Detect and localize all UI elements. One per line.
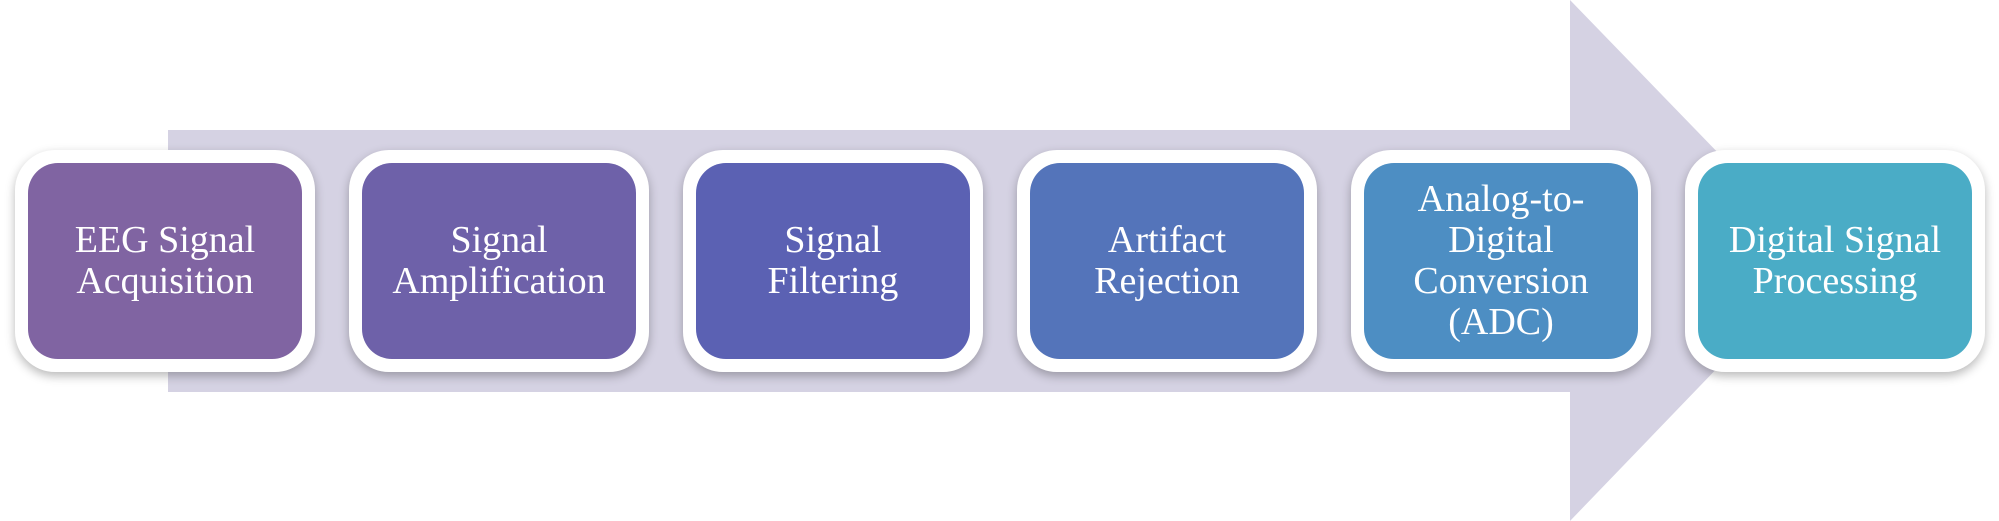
step-analog-to-digital-conversion: Analog-to- Digital Conversion (ADC) [1351, 150, 1651, 372]
step-label: EEG Signal Acquisition [74, 219, 256, 302]
step-signal-filtering: Signal Filtering [683, 150, 983, 372]
step-box: Signal Amplification [362, 163, 636, 359]
step-box: Signal Filtering [696, 163, 970, 359]
step-eeg-signal-acquisition: EEG Signal Acquisition [15, 150, 315, 372]
step-box: Analog-to- Digital Conversion (ADC) [1364, 163, 1638, 359]
step-box: Digital Signal Processing [1698, 163, 1972, 359]
step-label: Signal Filtering [767, 219, 899, 302]
step-label: Artifact Rejection [1094, 219, 1240, 302]
step-digital-signal-processing: Digital Signal Processing [1685, 150, 1985, 372]
step-signal-amplification: Signal Amplification [349, 150, 649, 372]
step-label: Analog-to- Digital Conversion (ADC) [1413, 178, 1589, 343]
step-label: Digital Signal Processing [1728, 219, 1942, 302]
step-artifact-rejection: Artifact Rejection [1017, 150, 1317, 372]
step-box: Artifact Rejection [1030, 163, 1304, 359]
step-box: EEG Signal Acquisition [28, 163, 302, 359]
step-label: Signal Amplification [392, 219, 606, 302]
